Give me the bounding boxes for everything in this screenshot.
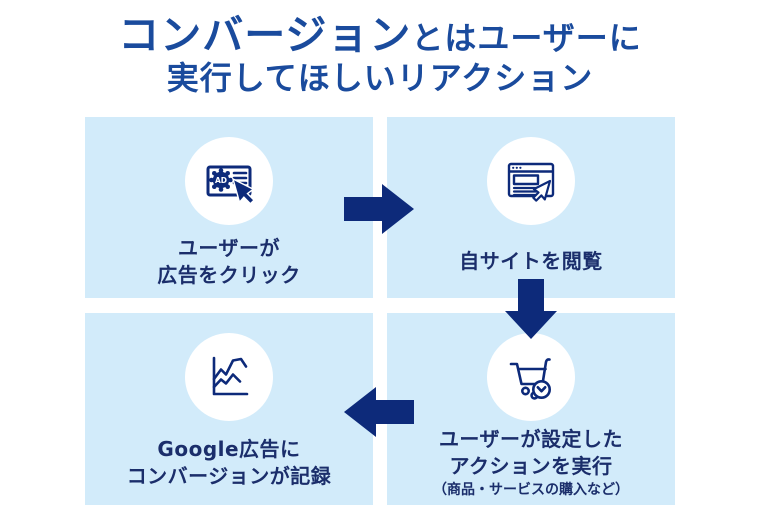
step-label: 自サイトを閲覧 xyxy=(459,248,603,275)
title-line2: 実行してほしいリアクション xyxy=(166,59,594,98)
arrow-right-icon xyxy=(344,184,414,234)
line-chart-icon xyxy=(212,356,249,396)
step-label-line: コンバージョンが記録 xyxy=(126,464,332,488)
step-icon-circle xyxy=(487,333,575,421)
cart-check-icon xyxy=(509,358,551,400)
arrow-left-icon xyxy=(344,387,414,437)
arrow-down-icon xyxy=(505,279,557,339)
step-label-line: ユーザーが設定した xyxy=(438,427,624,452)
title-keyword: コンバージョン xyxy=(118,11,412,59)
step-box-conversion-recorded: Google広告に コンバージョンが記録 xyxy=(85,313,373,505)
step-label: ユーザーが 広告をクリック xyxy=(157,235,301,289)
step-label-line: ユーザーが xyxy=(177,235,281,260)
check-chevron-icon xyxy=(536,385,547,393)
cursor-icon xyxy=(532,179,552,202)
step-label-note: （商品・サービスの購入など） xyxy=(433,482,629,499)
step-icon-circle xyxy=(487,137,575,225)
browser-cursor-icon xyxy=(507,162,555,202)
title-line1-rest: とはユーザーに xyxy=(411,19,642,57)
title-line1: コンバージョンとはユーザーに xyxy=(0,6,760,65)
step-label: ユーザーが設定した アクションを実行 （商品・サービスの購入など） xyxy=(433,426,629,500)
step-label: Google広告に コンバージョンが記録 xyxy=(127,436,332,490)
ad-click-icon: AD xyxy=(206,165,255,205)
step-icon-circle xyxy=(185,333,273,421)
step-box-action-execute: ユーザーが設定した アクションを実行 （商品・サービスの購入など） xyxy=(387,313,675,505)
page-title: コンバージョンとはユーザーに 実行してほしいリアクション xyxy=(0,6,760,97)
step-box-site-view: 自サイトを閲覧 xyxy=(387,117,675,298)
step-label-line: アクションを実行 xyxy=(449,454,613,479)
step-icon-circle: AD xyxy=(185,137,273,225)
ad-badge-label: AD xyxy=(215,176,227,185)
step-box-ad-click: AD ユーザーが 広告をクリック xyxy=(85,117,373,298)
step-label-line: Google広告に xyxy=(157,437,301,461)
step-label-line: 自サイトを閲覧 xyxy=(459,249,603,273)
step-label-line: 広告をクリック xyxy=(157,262,301,287)
cursor-icon xyxy=(231,177,255,205)
